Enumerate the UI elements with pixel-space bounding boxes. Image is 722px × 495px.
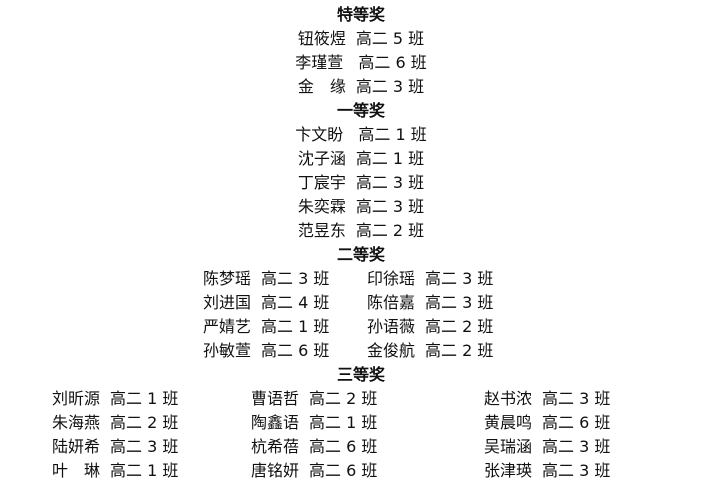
student-name: 唐铭妍 — [251, 461, 300, 480]
list-item: 刘昕源高二 1 班 — [52, 387, 178, 411]
list-item: 范昱东高二 2 班 — [0, 219, 722, 243]
student-class: 高二 2 班 — [309, 389, 378, 408]
list-item: 李瑾萱 高二 6 班 — [0, 51, 722, 75]
list-item: 金 缘高二 3 班 — [0, 75, 722, 99]
student-name: 金 缘 — [297, 77, 346, 96]
list-item: 叶 琳高二 1 班 — [52, 459, 178, 483]
list-item: 陆妍希高二 3 班 — [52, 435, 178, 459]
student-class: 高二 3 班 — [355, 173, 425, 192]
student-class: 高二 1 班 — [261, 317, 330, 336]
list-item: 刘进国高二 4 班 — [203, 291, 329, 315]
student-name: 沈子涵 — [297, 149, 346, 168]
student-class: 高二 1 班 — [110, 389, 179, 408]
list-item: 朱奕霖高二 3 班 — [0, 195, 722, 219]
student-class: 高二 1 班 — [309, 413, 378, 432]
student-name: 范昱东 — [297, 221, 346, 240]
list-item: 陈梦瑶高二 3 班 — [203, 267, 329, 291]
student-class: 高二 2 班 — [110, 413, 179, 432]
heading-third-prize: 三等奖 — [336, 365, 385, 384]
student-class: 高二 6 班 — [542, 413, 611, 432]
student-class: 高二 6 班 — [261, 341, 330, 360]
student-class: 高二 3 班 — [355, 197, 425, 216]
list-item: 沈子涵高二 1 班 — [0, 147, 722, 171]
student-class: 高二 3 班 — [425, 269, 494, 288]
list-item: 严婧艺高二 1 班 — [203, 315, 329, 339]
student-name: 陆妍希 — [52, 437, 101, 456]
heading-first-prize: 一等奖 — [336, 101, 385, 120]
student-class: 高二 1 班 — [110, 461, 179, 480]
student-class: 高二 4 班 — [261, 293, 330, 312]
student-name: 钮筱煜 — [297, 29, 346, 48]
student-class: 高二 3 班 — [425, 293, 494, 312]
student-name: 卞文盼 — [295, 125, 349, 144]
heading-second-prize: 二等奖 — [336, 245, 385, 264]
list-item: 曹语哲高二 2 班 — [251, 387, 377, 411]
student-class: 高二 6 班 — [309, 461, 378, 480]
student-class: 高二 2 班 — [425, 341, 494, 360]
list-item: 陈倍嘉高二 3 班 — [367, 291, 493, 315]
list-item: 吴瑞涵高二 3 班 — [484, 435, 610, 459]
student-name: 黄晨鸣 — [484, 413, 533, 432]
list-item: 金俊航高二 2 班 — [367, 339, 493, 363]
student-class: 高二 3 班 — [261, 269, 330, 288]
student-name: 刘进国 — [203, 293, 252, 312]
student-class: 高二 3 班 — [110, 437, 179, 456]
student-class: 高二 2 班 — [355, 221, 425, 240]
list-item: 赵书浓高二 3 班 — [484, 387, 610, 411]
student-name: 叶 琳 — [52, 461, 101, 480]
student-name: 朱奕霖 — [297, 197, 346, 216]
student-name: 印徐瑶 — [367, 269, 416, 288]
list-item: 杭希蓓高二 6 班 — [251, 435, 377, 459]
list-item: 印徐瑶高二 3 班 — [367, 267, 493, 291]
student-name: 曹语哲 — [251, 389, 300, 408]
list-item: 张津瑛高二 3 班 — [484, 459, 610, 483]
student-name: 朱海燕 — [52, 413, 101, 432]
student-name: 丁宸宇 — [297, 173, 346, 192]
list-item: 孙语薇高二 2 班 — [367, 315, 493, 339]
student-class: 高二 6 班 — [309, 437, 378, 456]
student-name: 孙语薇 — [367, 317, 416, 336]
student-class: 高二 5 班 — [355, 29, 425, 48]
student-name: 陈倍嘉 — [367, 293, 416, 312]
list-item: 孙敏萱高二 6 班 — [203, 339, 329, 363]
student-name: 孙敏萱 — [203, 341, 252, 360]
student-name: 刘昕源 — [52, 389, 101, 408]
list-item: 丁宸宇高二 3 班 — [0, 171, 722, 195]
list-item: 钮筱煜高二 5 班 — [0, 27, 722, 51]
student-class: 高二 2 班 — [425, 317, 494, 336]
student-class: 高二 3 班 — [542, 389, 611, 408]
list-item: 卞文盼 高二 1 班 — [0, 123, 722, 147]
student-class: 高二 3 班 — [355, 77, 425, 96]
student-name: 李瑾萱 — [295, 53, 349, 72]
student-name: 陈梦瑶 — [203, 269, 252, 288]
heading-special-prize: 特等奖 — [336, 5, 385, 24]
student-name: 杭希蓓 — [251, 437, 300, 456]
list-item: 陶鑫语高二 1 班 — [251, 411, 377, 435]
student-class: 高二 3 班 — [542, 437, 611, 456]
list-item: 朱海燕高二 2 班 — [52, 411, 178, 435]
student-name: 严婧艺 — [203, 317, 252, 336]
student-name: 张津瑛 — [484, 461, 533, 480]
student-class: 高二 3 班 — [542, 461, 611, 480]
list-item: 唐铭妍高二 6 班 — [251, 459, 377, 483]
student-class: 高二 1 班 — [358, 125, 427, 144]
student-name: 吴瑞涵 — [484, 437, 533, 456]
student-class: 高二 6 班 — [358, 53, 427, 72]
student-name: 金俊航 — [367, 341, 416, 360]
student-class: 高二 1 班 — [355, 149, 425, 168]
list-item: 黄晨鸣高二 6 班 — [484, 411, 610, 435]
student-name: 陶鑫语 — [251, 413, 300, 432]
student-name: 赵书浓 — [484, 389, 533, 408]
